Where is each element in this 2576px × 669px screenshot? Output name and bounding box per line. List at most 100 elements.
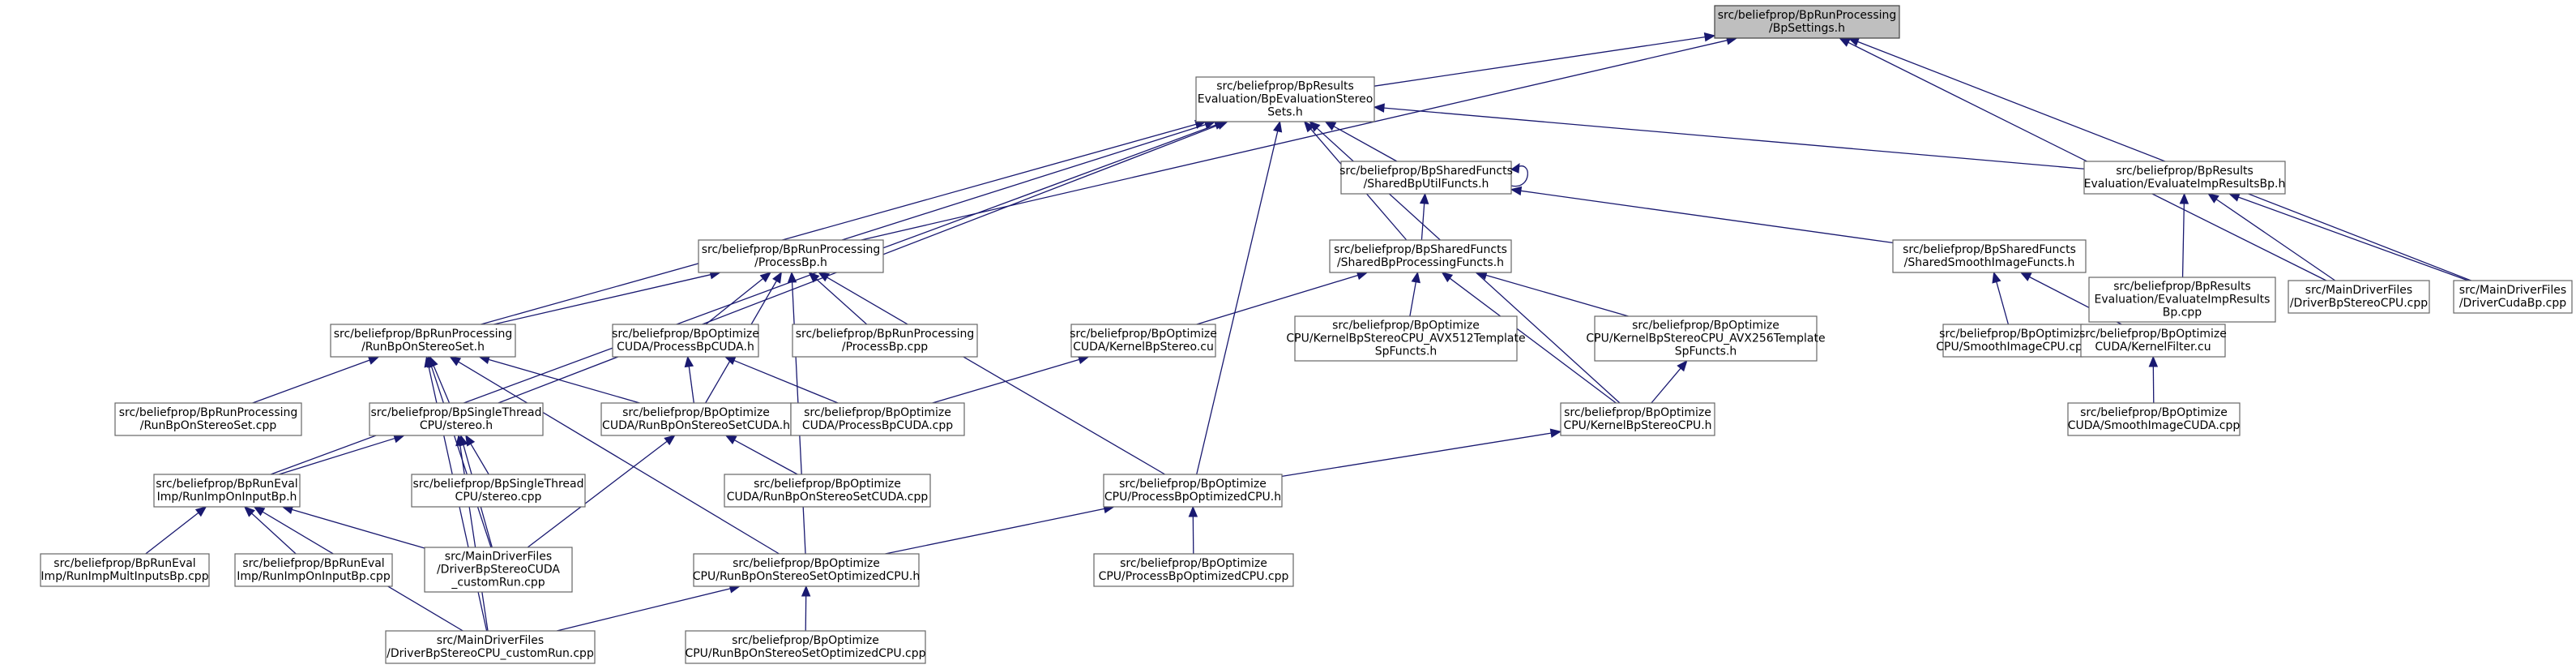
file-node-runimp-h[interactable]: src/beliefprop/BpRunEvalImp/RunImpOnInpu…: [153, 474, 301, 508]
file-node-runimp-cpp[interactable]: src/beliefprop/BpRunEvalImp/RunImpOnInpu…: [234, 553, 393, 587]
file-node-singlethread-h[interactable]: src/beliefprop/BpSingleThreadCPU/stereo.…: [369, 402, 544, 436]
node-label-line: /SharedSmoothImageFuncts.h: [1904, 256, 2075, 269]
arrowhead: [818, 272, 831, 282]
edge-line: [841, 124, 1207, 241]
file-node-procopt-h[interactable]: src/beliefprop/BpOptimizeCPU/ProcessBpOp…: [1103, 474, 1283, 508]
node-label-line: src/beliefprop/BpOptimize: [1632, 319, 1779, 332]
node-label-line: CPU/stereo.cpp: [455, 491, 542, 504]
arrowhead: [724, 435, 737, 445]
dependency-edge: [465, 434, 489, 475]
node-label-line: Bp.cpp: [2163, 307, 2202, 319]
edge-line: [2181, 203, 2185, 278]
node-label-line: src/beliefprop/BpOptimize: [732, 634, 879, 647]
file-node-runcuda-cpp[interactable]: src/beliefprop/BpOptimizeCUDA/RunBpOnSte…: [724, 474, 931, 508]
node-box: [1942, 324, 2083, 358]
edge-line: [1485, 274, 1629, 317]
node-label-line: src/beliefprop/BpOptimize: [2079, 328, 2227, 341]
file-node-smoothfuncts[interactable]: src/beliefprop/BpSharedFuncts/SharedSmoo…: [1892, 239, 2087, 273]
node-label-line: CPU/RunBpOnStereoSetOptimizedCPU.cpp: [685, 647, 925, 660]
dependency-edge: [808, 272, 868, 325]
edge-line: [433, 365, 451, 404]
arrowhead: [1510, 186, 1523, 196]
node-label-line: src/beliefprop/BpResults: [2116, 165, 2253, 178]
dependency-edge: [818, 272, 1166, 475]
file-node-runcuda-h[interactable]: src/beliefprop/BpOptimizeCUDA/RunBpOnSte…: [600, 402, 792, 436]
file-node-kernelstereo-cu[interactable]: src/beliefprop/BpOptimizeCUDA/KernelBpSt…: [1070, 324, 1217, 358]
file-node-utilfuncts[interactable]: src/beliefprop/BpSharedFuncts/SharedBpUt…: [1339, 161, 1513, 195]
file-node-runstereo-h[interactable]: src/beliefprop/BpRunProcessing/RunBpOnSt…: [330, 324, 516, 358]
file-node-drivercpu-custom[interactable]: src/MainDriverFiles/DriverBpStereoCPU_cu…: [385, 630, 596, 664]
node-label-line: /DriverCudaBp.cpp: [2459, 297, 2566, 310]
node-box: [612, 324, 759, 358]
node-label-line: CPU/ProcessBpOptimizedCPU.cpp: [1099, 570, 1289, 583]
dependency-edge: [724, 435, 798, 475]
file-node-evalimp-cpp[interactable]: src/beliefprop/BpResultsEvaluation/Evalu…: [2088, 277, 2276, 323]
node-label-line: src/beliefprop/BpRunProcessing: [334, 328, 513, 341]
arrowhead: [424, 355, 434, 368]
node-box: [792, 324, 978, 358]
file-node-kernelcpu-h[interactable]: src/beliefprop/BpOptimizeCPU/KernelBpSte…: [1560, 402, 1715, 436]
file-node-procbpcuda-cpp[interactable]: src/beliefprop/BpOptimizeCUDA/ProcessBpC…: [790, 402, 965, 436]
edge-line: [470, 444, 489, 475]
file-node-kernelfilter[interactable]: src/beliefprop/BpOptimizeCUDA/KernelFilt…: [2079, 324, 2227, 358]
file-node-avx512[interactable]: src/beliefprop/BpOptimizeCPU/KernelBpSte…: [1286, 315, 1526, 362]
node-label-line: /RunBpOnStereoSet.h: [361, 341, 485, 354]
node-label-line: /DriverBpStereoCPU_customRun.cpp: [387, 647, 594, 660]
edge-line: [1383, 107, 2085, 169]
node-label-line: src/beliefprop/BpRunProcessing: [119, 406, 298, 419]
node-box: [1892, 239, 2087, 273]
file-node-stereo-cpp[interactable]: src/beliefprop/BpSingleThreadCPU/stereo.…: [411, 474, 586, 508]
file-node-drivercuda[interactable]: src/MainDriverFiles/DriverCudaBp.cpp: [2453, 280, 2573, 314]
file-node-runimpmulti[interactable]: src/beliefprop/BpRunEvalImp/RunImpMultIn…: [40, 553, 210, 587]
arrowhead: [1419, 192, 1429, 204]
dependency-edge: [1373, 32, 1716, 87]
node-label-line: CUDA/KernelBpStereo.cu: [1073, 341, 1214, 354]
file-node-runstereo-cpp[interactable]: src/beliefprop/BpRunProcessing/RunBpOnSt…: [114, 402, 302, 436]
file-node-processbp-cpp[interactable]: src/beliefprop/BpRunProcessing/ProcessBp…: [792, 324, 978, 358]
arrowhead: [1324, 121, 1337, 131]
file-node-runopt-h[interactable]: src/beliefprop/BpOptimizeCPU/RunBpOnSter…: [693, 553, 920, 587]
node-box: [724, 474, 931, 508]
arrowhead: [801, 585, 811, 597]
node-box: [2083, 161, 2286, 195]
edge-line: [734, 440, 798, 475]
node-box: [385, 630, 596, 664]
node-box: [1560, 402, 1715, 436]
file-node-procopt-cpp[interactable]: src/beliefprop/BpOptimizeCPU/ProcessBpOp…: [1093, 553, 1294, 587]
edge-line: [145, 512, 199, 555]
dependency-edge: [1651, 360, 1688, 404]
file-node-drivercuda-custom[interactable]: src/MainDriverFiles/DriverBpStereoCUDA_c…: [424, 547, 573, 593]
node-label-line: Evaluation/BpEvaluationStereo: [1198, 93, 1373, 106]
file-node-smoothcpu[interactable]: src/beliefprop/BpOptimizeCPU/SmoothImage…: [1936, 324, 2090, 358]
file-node-drivercpu[interactable]: src/MainDriverFiles/DriverBpStereoCPU.cp…: [2288, 280, 2430, 314]
edge-line: [458, 361, 780, 555]
edge-line: [459, 444, 489, 632]
node-box: [424, 547, 573, 593]
arrowhead: [787, 271, 797, 283]
node-label-line: /SharedBpProcessingFuncts.h: [1337, 256, 1504, 269]
edge-line: [827, 277, 1166, 475]
arrowhead: [449, 356, 462, 367]
dependency-edge: [281, 504, 425, 549]
arrowhead: [194, 506, 207, 517]
node-label-line: src/beliefprop/BpOptimize: [1120, 557, 1267, 570]
file-node-avx256[interactable]: src/beliefprop/BpOptimizeCPU/KernelBpSte…: [1586, 315, 1826, 362]
node-label-line: src/beliefprop/BpOptimize: [1070, 328, 1217, 341]
node-label-line: CUDA/RunBpOnStereoSetCUDA.cpp: [727, 491, 929, 504]
file-node-smoothcuda[interactable]: src/beliefprop/BpOptimizeCUDA/SmoothImag…: [2067, 402, 2241, 436]
node-label-line: src/MainDriverFiles: [2305, 284, 2412, 297]
file-node-evalstereo[interactable]: src/beliefprop/BpResultsEvaluation/BpEva…: [1195, 76, 1375, 122]
file-node-evalimp-h[interactable]: src/beliefprop/BpResultsEvaluation/Evalu…: [2083, 161, 2286, 195]
file-node-runopt-cpp[interactable]: src/beliefprop/BpOptimizeCPU/RunBpOnSter…: [685, 630, 926, 664]
node-label-line: Imp/RunImpMultInputsBp.cpp: [41, 570, 208, 583]
file-node-settings[interactable]: src/beliefprop/BpRunProcessing/BpSetting…: [1714, 5, 1900, 39]
arrowhead: [1303, 121, 1315, 133]
arrowhead: [1441, 272, 1454, 283]
dependency-edge: [841, 120, 1216, 241]
file-node-processbp-h[interactable]: src/beliefprop/BpRunProcessing/ProcessBp…: [698, 239, 884, 273]
arrowhead: [2148, 355, 2159, 367]
node-label-line: src/beliefprop/BpRunEval: [156, 478, 297, 491]
file-node-procfuncts[interactable]: src/beliefprop/BpSharedFuncts/SharedBpPr…: [1329, 239, 1512, 273]
node-label-line: /BpSettings.h: [1769, 22, 1845, 35]
file-node-procbpcuda-h[interactable]: src/beliefprop/BpOptimizeCUDA/ProcessBpC…: [612, 324, 759, 358]
